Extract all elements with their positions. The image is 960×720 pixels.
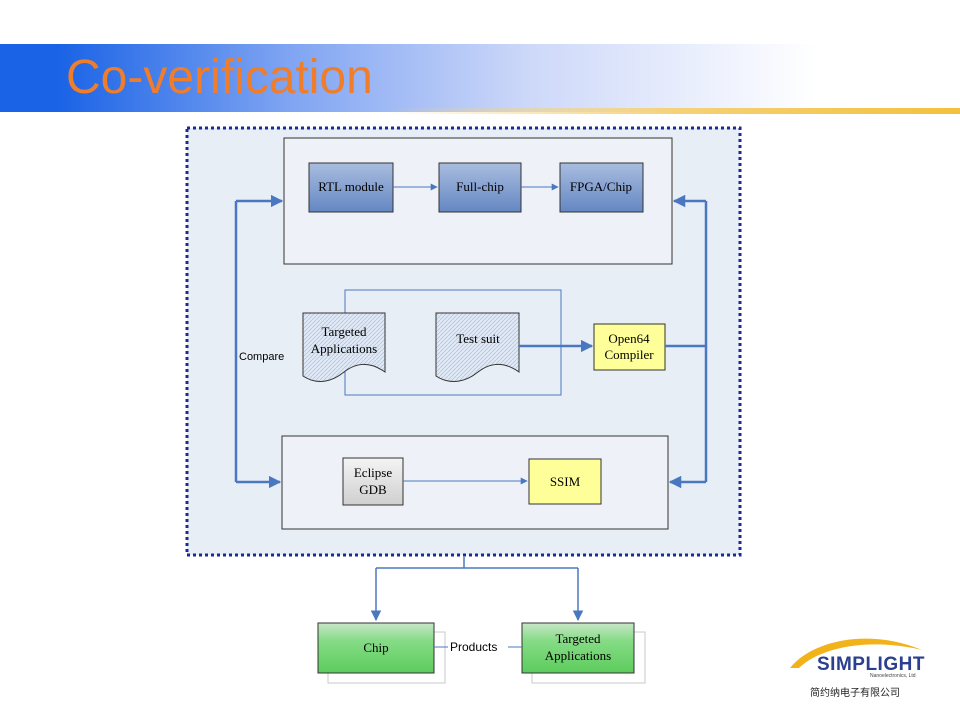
- eclipse-label-line1: Eclipse: [354, 465, 392, 480]
- targeted-applications-doc: [302, 312, 386, 383]
- full-chip-label: Full-chip: [456, 179, 504, 194]
- compare-label: Compare: [239, 351, 284, 363]
- compiler-connector-right: [665, 201, 708, 482]
- eclipse-label-line2: GDB: [359, 482, 387, 497]
- test-suit-doc: [435, 312, 520, 383]
- logo-chinese-name: 简约纳电子有限公司: [810, 688, 900, 699]
- products-label-bg: [448, 638, 508, 654]
- products-connector: [376, 557, 578, 569]
- targeted-applications-product-line2: Applications: [545, 648, 611, 663]
- chip-box: [317, 622, 435, 674]
- logo-swoosh-icon: [790, 638, 922, 668]
- logo-subtitle: Nanoelectronics, Ltd: [870, 673, 916, 679]
- compare-label-bg: [238, 348, 288, 364]
- targeted-applications-product-line1: Targeted: [555, 631, 601, 646]
- fpga-chip-label: FPGA/Chip: [570, 179, 632, 194]
- targeted-applications-label-line2: Applications: [311, 341, 377, 356]
- open64-compiler-box: [593, 323, 666, 371]
- bottom-box: [281, 435, 669, 530]
- title-bar-accent: [0, 108, 960, 114]
- rtl-module-label: RTL module: [318, 179, 384, 194]
- ssim-box: [528, 458, 602, 505]
- open64-label-line2: Compiler: [604, 347, 654, 362]
- products-label: Products: [450, 640, 497, 654]
- eclipse-gdb-box: [342, 457, 404, 506]
- targeted-applications-product-box: [521, 622, 635, 674]
- title-bar: [0, 44, 960, 112]
- page-title: Co-verification: [66, 51, 373, 104]
- logo-name: SIMPLIGHT: [817, 654, 925, 675]
- open64-label-line1: Open64: [608, 331, 650, 346]
- ssim-label: SSIM: [550, 474, 581, 489]
- targeted-applications-label-line1: Targeted: [321, 324, 367, 339]
- chip-label: Chip: [363, 640, 388, 655]
- full-chip-box: [438, 162, 522, 213]
- test-suit-label: Test suit: [456, 331, 500, 346]
- fpga-chip-box: [559, 162, 644, 213]
